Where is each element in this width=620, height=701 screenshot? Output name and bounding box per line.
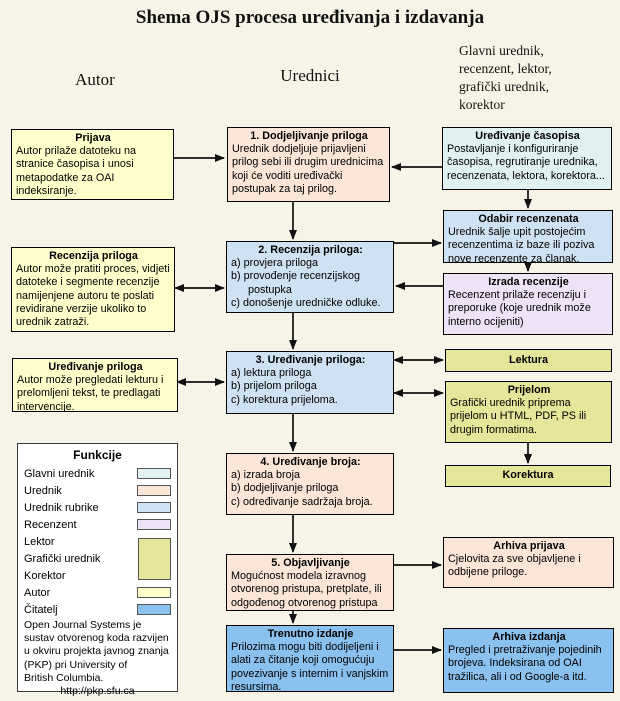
box-prijelom: Prijelom Grafički urednik priprema prije… — [445, 381, 612, 443]
legend-row: Čitatelj — [24, 601, 171, 618]
box-uredivanje-casopisa: Uređivanje časopisa Postavljanje i konfi… — [442, 127, 612, 190]
color-swatch-lektor-group — [138, 537, 171, 580]
box-title: 3. Uređivanje priloga: — [255, 354, 366, 366]
box-body: Postavljanje i konfiguriranje časopisa, … — [447, 143, 605, 182]
box-body: Cjelovita za sve objavljene i odbijene p… — [448, 553, 581, 579]
list-item: a) lektura priloga — [231, 367, 312, 380]
list-item: b) provođenje recenzijskog postupka — [231, 270, 361, 296]
box-title: Uređivanje časopisa — [475, 130, 580, 142]
color-swatch-urednik-rubrike — [137, 502, 171, 513]
color-swatch-autor — [137, 587, 171, 598]
diagram-title: Shema OJS procesa uređivanja i izdavanja — [135, 7, 485, 28]
box-title: 1. Dodjeljivanje priloga — [250, 130, 368, 142]
legend-label: Urednik — [24, 484, 62, 497]
box-korektura: Korektura — [445, 465, 611, 487]
box-trenutno-izdanje: Trenutno izdanje Prilozima mogu biti dod… — [226, 625, 394, 692]
box-title: Arhiva izdanja — [492, 631, 566, 643]
box-title: Prijelom — [507, 384, 551, 396]
box-body: Autor prilaže datoteku na stranice časop… — [16, 145, 137, 197]
list-item: a) izrada broja — [231, 469, 301, 482]
box-title: 5. Objavljivanje — [271, 557, 350, 569]
color-swatch-urednik — [137, 485, 171, 496]
box-body: Autor može pratiti proces, vidjeti datot… — [16, 263, 170, 329]
box-arhiva-izdanja: Arhiva izdanja Pregled i pretraživanje p… — [443, 628, 614, 693]
box-step2-recenzija: 2. Recenzija priloga: a) provjera prilog… — [226, 241, 394, 313]
legend-label: Čitatelj — [24, 603, 58, 616]
box-body: Pregled i pretraživanje pojedinih brojev… — [448, 644, 602, 683]
legend-row: Recenzent — [24, 516, 171, 533]
box-title: Korektura — [502, 469, 554, 482]
legend-group-lektor-graficki-korektor: Lektor Grafički urednik Korektor — [24, 533, 171, 584]
color-swatch-citatelj — [137, 604, 171, 615]
box-title: Prijava — [75, 132, 111, 144]
box-recenzija-priloga-autor: Recenzija priloga Autor može pratiti pro… — [11, 247, 175, 332]
list-item: c) određivanje sadržaja broja. — [231, 495, 373, 508]
color-swatch-glavni-urednik — [137, 468, 171, 479]
legend-label: Korektor — [24, 569, 66, 582]
box-step3-uredivanje: 3. Uređivanje priloga: a) lektura prilog… — [226, 351, 394, 414]
box-body: Recenzent prilaže recenziju i preporuke … — [448, 289, 591, 328]
box-prijava: Prijava Autor prilaže datoteku na strani… — [11, 129, 174, 200]
legend-title: Funkcije — [73, 448, 122, 462]
legend-label: Lektor — [24, 535, 55, 548]
legend-note: Open Journal Systems je sustav otvorenog… — [24, 619, 169, 684]
legend-label: Autor — [24, 586, 51, 599]
box-title: 2. Recenzija priloga: — [258, 244, 363, 256]
color-swatch-recenzent — [137, 519, 171, 530]
box-odabir-recenzenata: Odabir recenzenata Urednik šalje upit po… — [443, 210, 613, 263]
box-title: Uređivanje priloga — [48, 361, 143, 373]
legend-url: http://pkp.sfu.ca — [60, 685, 135, 698]
list-item: a) provjera priloga — [231, 257, 319, 270]
legend-row: Urednik — [24, 482, 171, 499]
box-title: Trenutno izdanje — [267, 628, 354, 640]
list-item: c) donošenje uredničke odluke. — [231, 296, 381, 309]
box-lektura: Lektura — [445, 349, 612, 372]
box-izrada-recenzije: Izrada recenzije Recenzent prilaže recen… — [443, 273, 613, 335]
box-body: Urednik šalje upit postojećim recenzenti… — [448, 226, 595, 263]
column-header-urednici: Urednici — [280, 66, 340, 85]
box-title: 4. Uređivanje broja: — [260, 456, 361, 468]
legend-row: Glavni urednik — [24, 465, 171, 482]
list-item: b) prijelom priloga — [231, 380, 317, 393]
column-header-ostale-uloge: Glavni urednik, recenzent, lektor, grafi… — [459, 43, 552, 112]
list-item: b) dodjeljivanje priloga — [231, 482, 339, 495]
box-title: Recenzija priloga — [49, 250, 138, 262]
box-title: Odabir recenzenata — [478, 213, 579, 225]
legend-row: Autor — [24, 584, 171, 601]
legend-label: Glavni urednik — [24, 467, 95, 480]
legend-label: Grafički urednik — [24, 552, 101, 565]
box-step5-objavljivanje: 5. Objavljivanje Mogućnost modela izravn… — [226, 554, 394, 611]
legend-row: Urednik rubrike — [24, 499, 171, 516]
box-body: Prilozima mogu biti dodijeljeni i alati … — [231, 641, 389, 692]
box-uredivanje-priloga-autor: Uređivanje priloga Autor može pregledati… — [12, 358, 178, 412]
box-body: Urednik dodjeljuje prijavljeni prilog se… — [232, 143, 384, 195]
box-body: Grafički urednik priprema prijelom u HTM… — [450, 397, 587, 436]
box-arhiva-prijava: Arhiva prijava Cjelovita za sve objavlje… — [443, 537, 614, 588]
box-body: Mogućnost modela izravnog otvorenog pris… — [231, 570, 382, 609]
box-step4-uredivanje-broja: 4. Uređivanje broja: a) izrada broja b) … — [226, 453, 394, 515]
list-item: c) korektura prijeloma. — [231, 393, 338, 406]
box-title: Lektura — [508, 353, 548, 366]
box-title: Izrada recenzije — [488, 276, 569, 288]
box-step1-dodjeljivanje: 1. Dodjeljivanje priloga Urednik dodjelj… — [227, 127, 390, 202]
column-header-autor: Autor — [75, 70, 115, 89]
legend-label: Urednik rubrike — [24, 501, 99, 514]
legend-funkcije: Funkcije Glavni urednik Urednik Urednik … — [17, 443, 178, 697]
box-body: Autor može pregledati lekturu i prelomlj… — [17, 374, 164, 412]
box-title: Arhiva prijava — [493, 540, 565, 552]
legend-label: Recenzent — [24, 518, 77, 531]
